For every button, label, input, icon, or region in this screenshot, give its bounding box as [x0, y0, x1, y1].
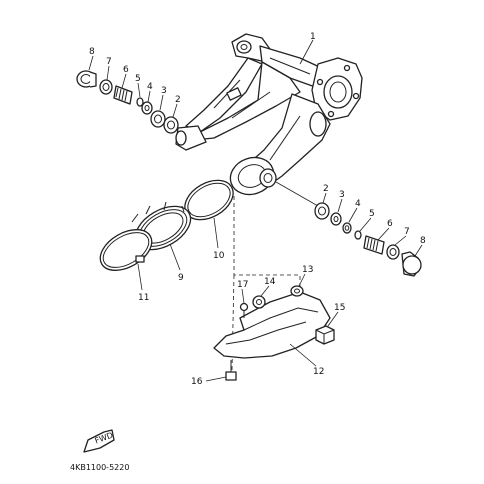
callout-1: 1: [310, 32, 316, 42]
callout-16: 16: [191, 377, 203, 387]
left-pivot-bearing-stack: [76, 70, 179, 134]
callout-7: 7: [404, 227, 410, 237]
callout-15: 15: [334, 303, 345, 313]
callout-2: 2: [175, 95, 181, 105]
callout-5: 5: [135, 74, 141, 84]
callout-12: 12: [313, 367, 324, 377]
callout-4: 4: [355, 199, 361, 209]
callout-17: 17: [237, 280, 248, 290]
callout-14: 14: [264, 277, 276, 287]
callout-6: 6: [123, 65, 129, 75]
callout-11: 11: [138, 293, 149, 303]
callout-2: 2: [323, 184, 329, 194]
callout-3: 3: [161, 86, 167, 96]
callout-6: 6: [387, 219, 393, 229]
callout-labels: 1 8 7 6 5 4 3 2 2 3 4 5 6 7 8 9 10 11 12…: [89, 32, 426, 387]
callout-8: 8: [420, 236, 426, 246]
rubber-boot-and-bands: [99, 179, 234, 271]
callout-5: 5: [369, 209, 375, 219]
guard-assembly: [213, 285, 335, 381]
forward-direction-arrow: FWD: [83, 429, 115, 453]
right-pivot-bearing-stack: [275, 181, 422, 277]
callout-13: 13: [302, 265, 313, 275]
callout-3: 3: [339, 190, 345, 200]
callout-7: 7: [106, 57, 112, 67]
callout-10: 10: [213, 251, 225, 261]
swing-arm: [175, 33, 363, 196]
callout-9: 9: [178, 273, 184, 283]
callout-4: 4: [147, 82, 153, 92]
leader-lines: [88, 39, 423, 382]
part-code: 4KB1100-5220: [70, 463, 129, 472]
callout-8: 8: [89, 47, 95, 57]
